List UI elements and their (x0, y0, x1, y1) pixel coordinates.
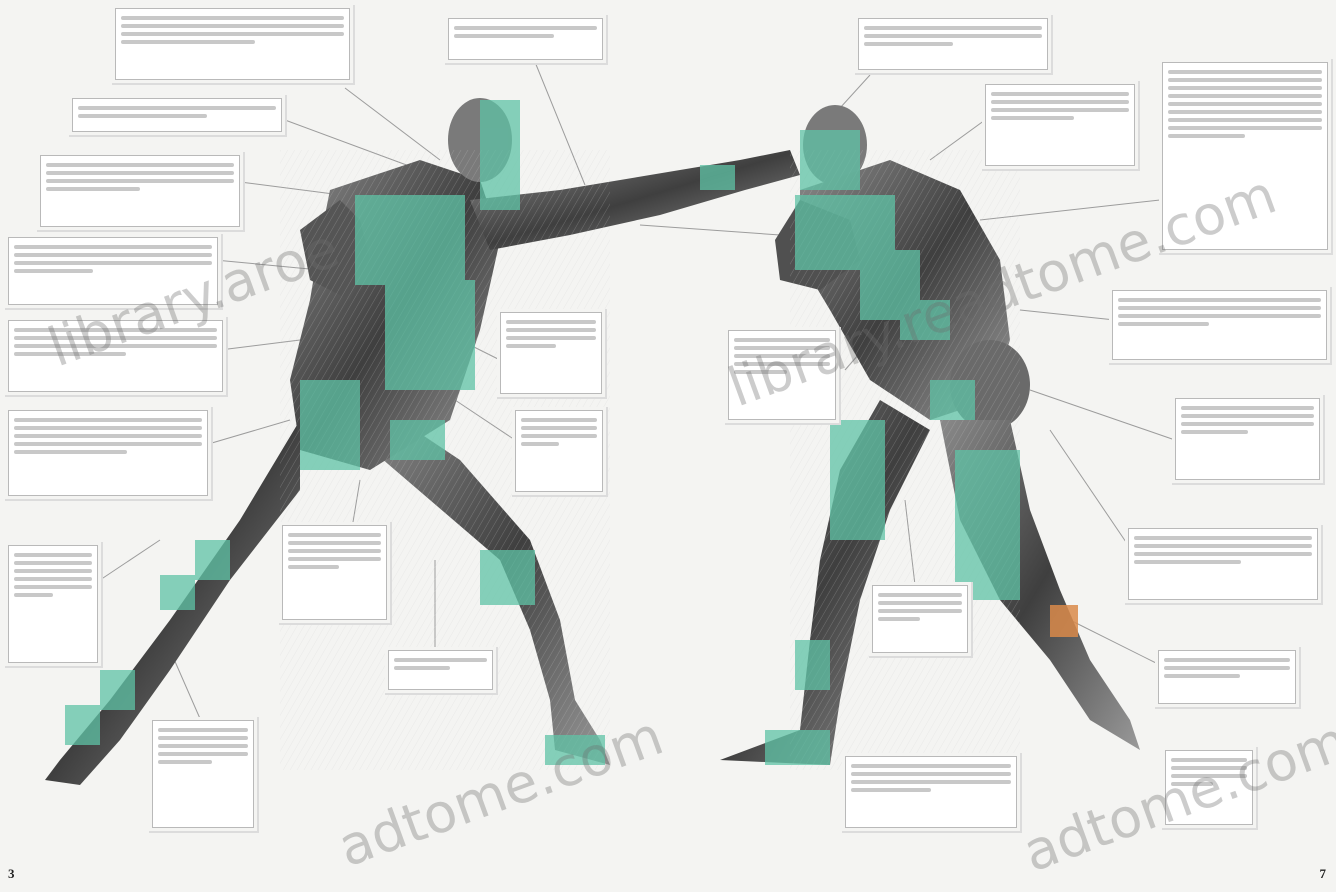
callout-box (985, 84, 1135, 166)
callout-box (1165, 750, 1253, 825)
callout-box (515, 410, 603, 492)
callout-box (152, 720, 254, 828)
callout-box (1128, 528, 1318, 600)
callout-box (8, 237, 218, 305)
callout-box (845, 756, 1017, 828)
callout-box (72, 98, 282, 132)
callout-box (8, 320, 223, 392)
right-figure (720, 105, 1140, 770)
callout-box (1175, 398, 1320, 480)
callout-box (282, 525, 387, 620)
callout-box (728, 330, 836, 420)
callout-box (40, 155, 240, 227)
callout-box (448, 18, 603, 60)
callout-box (8, 410, 208, 496)
callout-box (1112, 290, 1327, 360)
callout-box (1158, 650, 1296, 704)
left-page-number: 3 (8, 866, 15, 882)
callout-box (115, 8, 350, 80)
callout-box (500, 312, 602, 394)
callout-box (872, 585, 968, 653)
callout-box (858, 18, 1048, 70)
right-page-number: 7 (1320, 866, 1327, 882)
callout-box (8, 545, 98, 663)
callout-box (388, 650, 493, 690)
callout-box (1162, 62, 1328, 250)
